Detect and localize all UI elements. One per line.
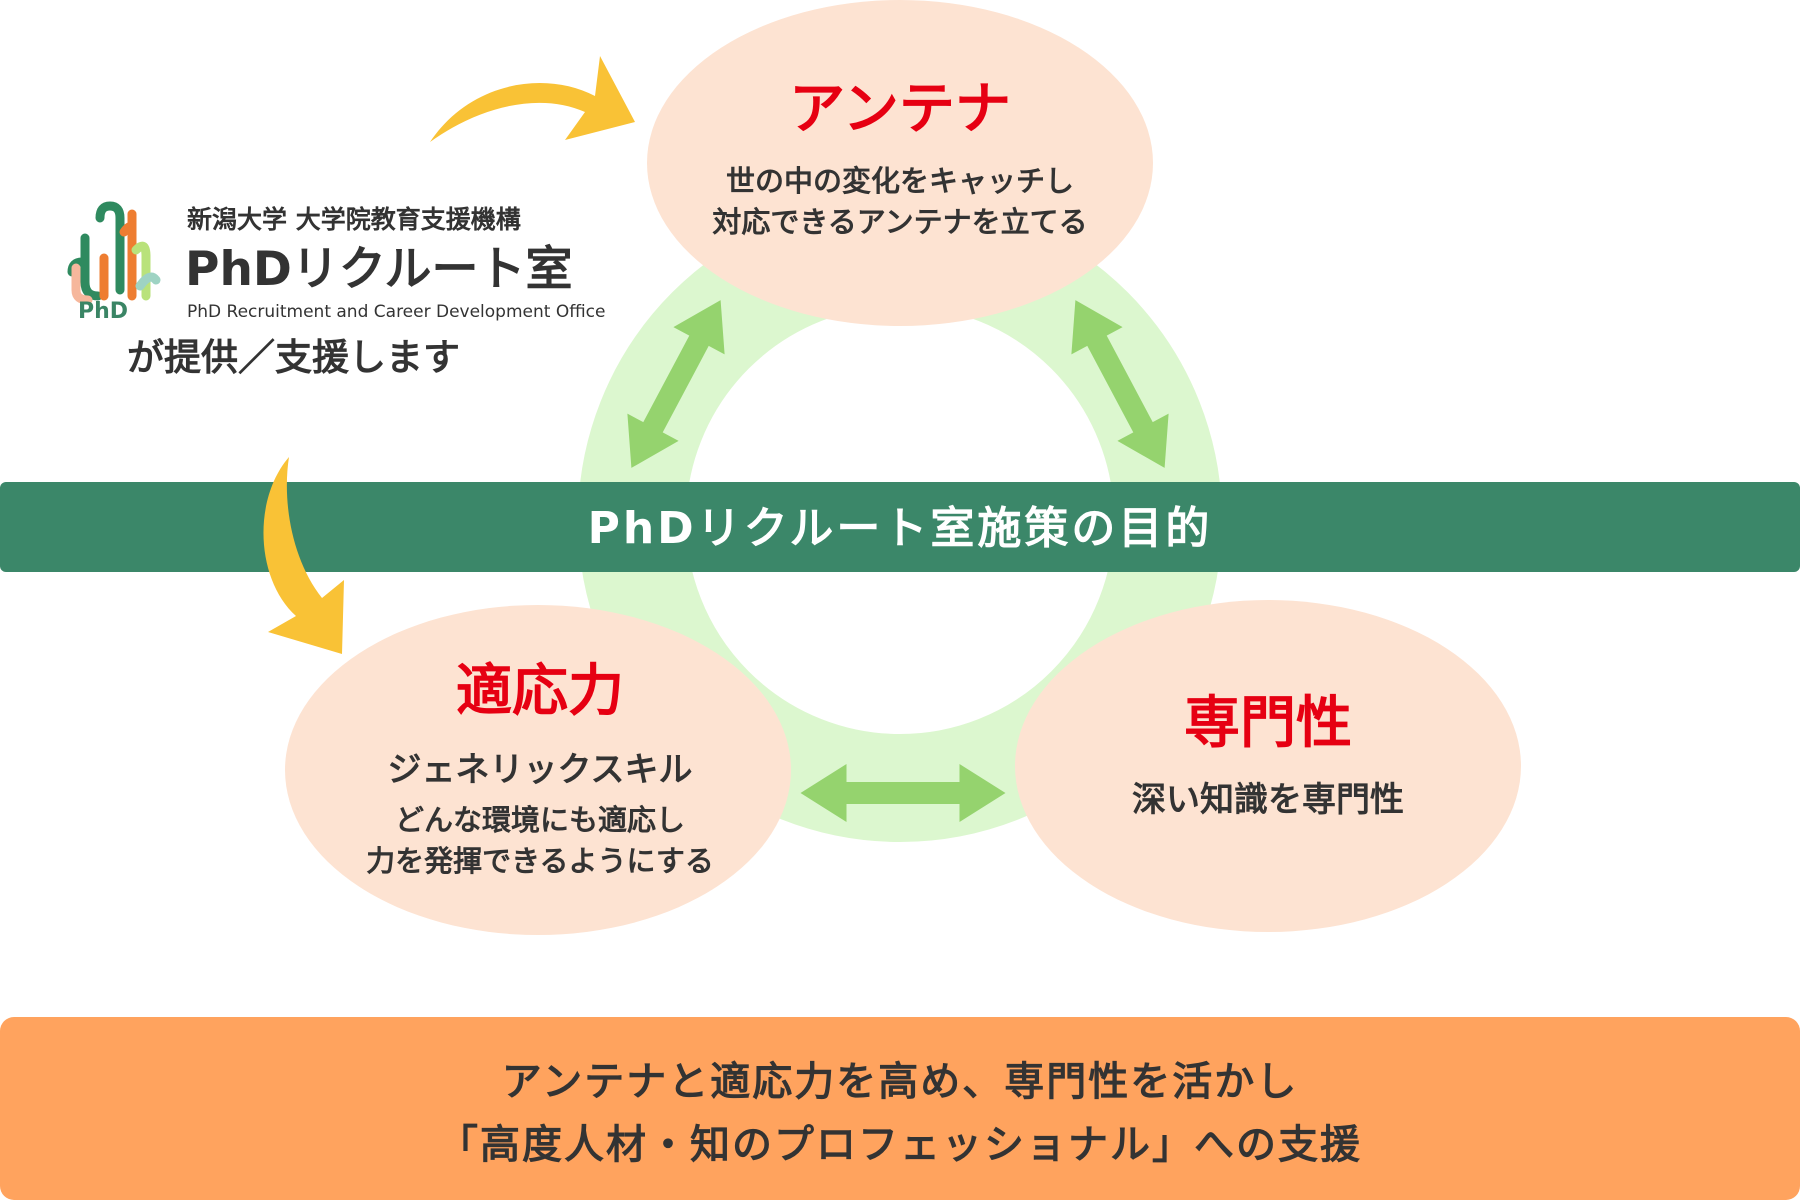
summary-line-1: アンテナと適応力を高め、専門性を活かし [502, 1059, 1298, 1105]
antenna-title: アンテナ [789, 77, 1011, 142]
flow-arrow-to-antenna [430, 56, 635, 142]
purpose-banner-label: PhDリクルート室施策の目的 [588, 503, 1213, 554]
phd-logo-mark-icon [67, 201, 161, 305]
cycle-arrow-adaptability-expertise [800, 764, 1006, 822]
cycle-arrow-antenna-expertise-shape [1071, 300, 1169, 468]
logo-provide-text: が提供／支援します [127, 336, 460, 379]
cycle-arrow-antenna-expertise [1071, 300, 1169, 468]
logo-org-line: 新潟大学 大学院教育支援機構 [187, 205, 521, 234]
node-antenna [647, 0, 1153, 326]
logo-name: PhDリクルート室 [185, 242, 573, 297]
logo-english-name: PhD Recruitment and Career Development O… [187, 302, 605, 322]
expertise-title: 専門性 [1184, 691, 1352, 756]
expertise-line-1: 深い知識を専門性 [1132, 780, 1404, 820]
adaptability-line-2: 力を発揮できるようにする [366, 844, 714, 878]
cycle-arrow-antenna-adaptability-shape [627, 300, 725, 468]
adaptability-line-1: どんな環境にも適応し [395, 803, 685, 837]
summary-line-2: 「高度人材・知のプロフェッショナル」への支援 [438, 1122, 1362, 1168]
cycle-arrow-adaptability-expertise-shape [800, 764, 1006, 822]
purpose-banner [0, 482, 1800, 572]
adaptability-subhead: ジェネリックスキル [388, 750, 693, 790]
node-expertise [1015, 600, 1521, 932]
antenna-line-1: 世の中の変化をキャッチし [726, 164, 1074, 198]
node-adaptability [285, 605, 791, 935]
summary-box [0, 1017, 1800, 1200]
antenna-line-2: 対応できるアンテナを立てる [712, 205, 1087, 239]
flow-arrow-to-adaptability [263, 457, 344, 654]
cycle-arrow-antenna-adaptability [627, 300, 725, 468]
adaptability-title: 適応力 [456, 659, 624, 724]
phd-logo-mark-text: PhD [78, 299, 128, 324]
